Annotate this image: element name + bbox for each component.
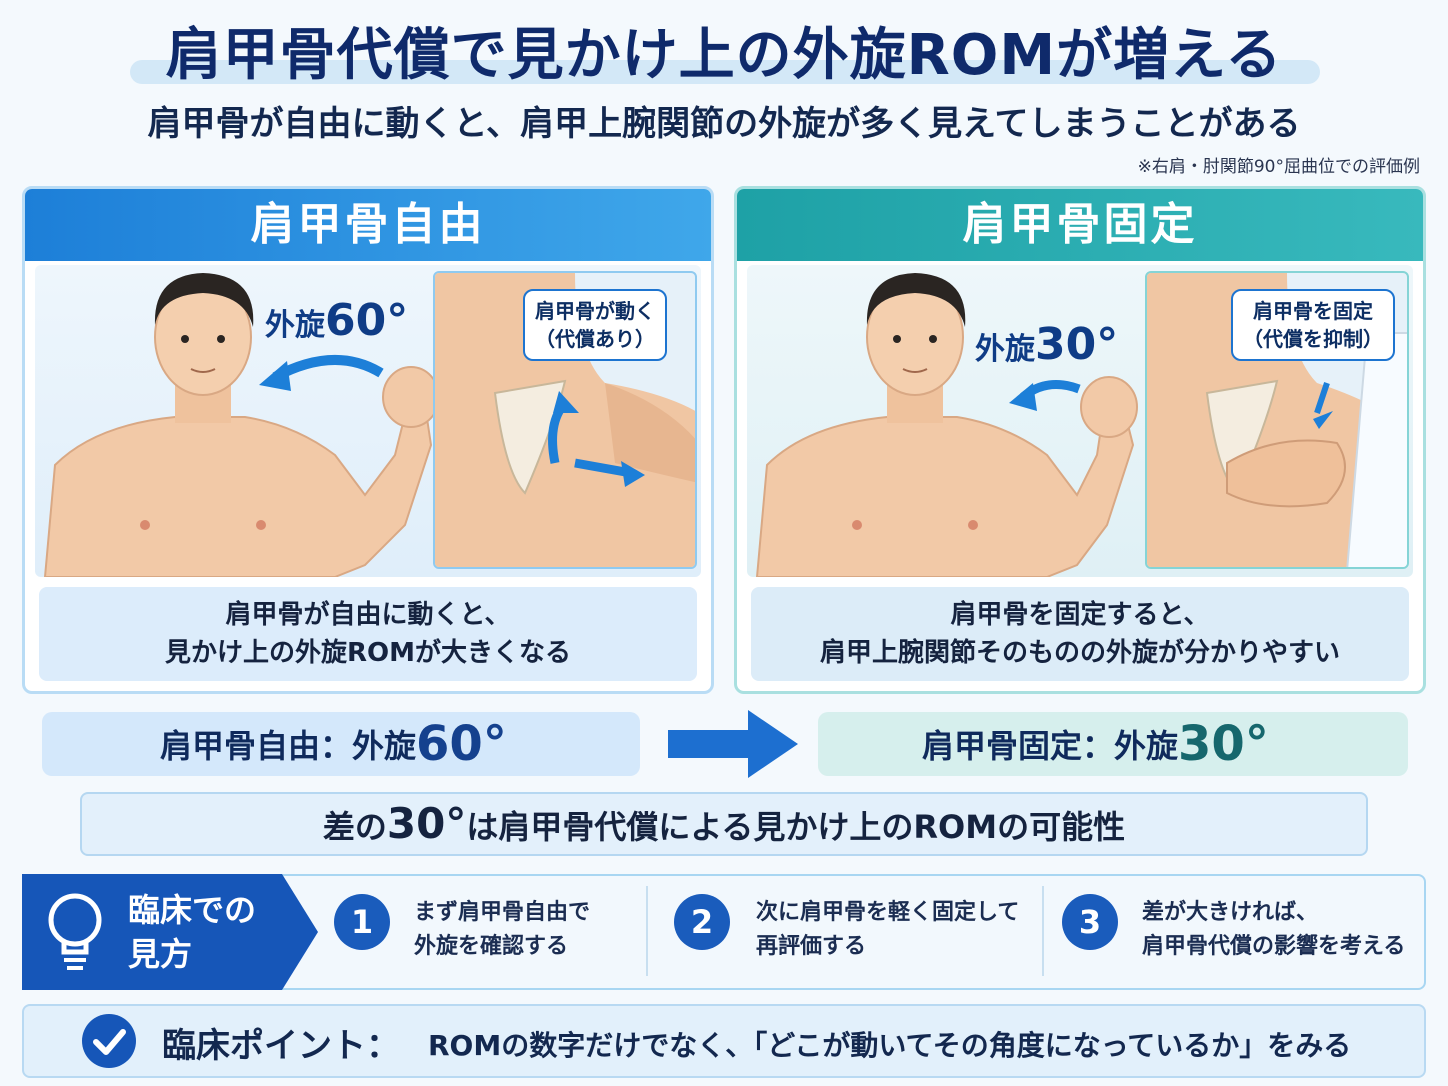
step-divider bbox=[646, 886, 648, 976]
clinical-point-label: 臨床ポイント： bbox=[162, 1026, 400, 1066]
scapula-fixed-illustration bbox=[1147, 273, 1407, 567]
scapula-back-inset-fixed: 肩甲骨を固定 （代償を抑制） bbox=[1145, 271, 1409, 569]
step-number-3: 3 bbox=[1062, 894, 1118, 950]
panel-scapula-free: 肩甲骨自由 外旋60° bbox=[22, 186, 714, 694]
comparison-fixed: 肩甲骨固定：外旋30° bbox=[818, 712, 1408, 776]
difference-statement: 差の30°は肩甲骨代償による見かけ上のROMの可能性 bbox=[80, 792, 1368, 856]
clinical-point-bar bbox=[22, 1004, 1426, 1078]
person-front-illustration bbox=[43, 273, 440, 577]
title-highlight-band bbox=[130, 60, 1320, 84]
clinical-view-heading: 臨床での 見方 bbox=[128, 891, 257, 973]
page-title: 肩甲骨代償で見かけ上の外旋ROMが増える bbox=[165, 23, 1283, 88]
clinical-point-text: ROMの数字だけでなく、「どこが動いてその角度になっているか」をみる bbox=[428, 1029, 1352, 1062]
illustration-fixed: 外旋30° 肩甲骨を固定 （代償を抑制） bbox=[747, 265, 1413, 577]
scapula-back-inset-free: 肩甲骨が動く （代償あり） bbox=[433, 271, 697, 569]
callout-scapula-moves: 肩甲骨が動く （代償あり） bbox=[523, 289, 667, 361]
page-subtitle: 肩甲骨が自由に動くと、肩甲上腕関節の外旋が多く見えてしまうことがある bbox=[147, 104, 1301, 144]
angle-label-free: 外旋60° bbox=[265, 295, 409, 346]
step-divider bbox=[1042, 886, 1044, 976]
panel-title: 肩甲骨自由 bbox=[25, 189, 711, 261]
step-text-2: 次に肩甲骨を軽く固定して再評価する bbox=[756, 900, 1020, 959]
step-number-2: 2 bbox=[674, 894, 730, 950]
panel-scapula-fixed: 肩甲骨固定 外旋30° 肩 bbox=[734, 186, 1426, 694]
scapula-back-illustration bbox=[435, 273, 695, 567]
illustration-free: 外旋60° 肩甲骨が動く （代償あり） bbox=[35, 265, 701, 577]
person-front-illustration bbox=[755, 273, 1138, 577]
comparison-free: 肩甲骨自由：外旋60° bbox=[42, 712, 640, 776]
step-number-1: 1 bbox=[334, 894, 390, 950]
arrow-right-icon bbox=[668, 710, 798, 778]
clinical-view-banner bbox=[22, 874, 318, 990]
lightbulb-icon bbox=[48, 893, 102, 970]
step-text-1: まず肩甲骨自由で外旋を確認する bbox=[414, 900, 591, 959]
angle-label-fixed: 外旋30° bbox=[975, 319, 1119, 370]
panel-caption-free: 肩甲骨が自由に動くと、 見かけ上の外旋ROMが大きくなる bbox=[39, 587, 697, 681]
step-text-3: 差が大きければ、肩甲骨代償の影響を考える bbox=[1142, 900, 1406, 959]
panel-title: 肩甲骨固定 bbox=[737, 189, 1423, 261]
callout-scapula-fixed: 肩甲骨を固定 （代償を抑制） bbox=[1231, 289, 1395, 361]
evaluation-note: ※右肩・肘関節90°屈曲位での評価例 bbox=[1137, 157, 1420, 177]
panel-caption-fixed: 肩甲骨を固定すると、 肩甲上腕関節そのものの外旋が分かりやすい bbox=[751, 587, 1409, 681]
checkmark-circle-icon bbox=[82, 1014, 136, 1068]
